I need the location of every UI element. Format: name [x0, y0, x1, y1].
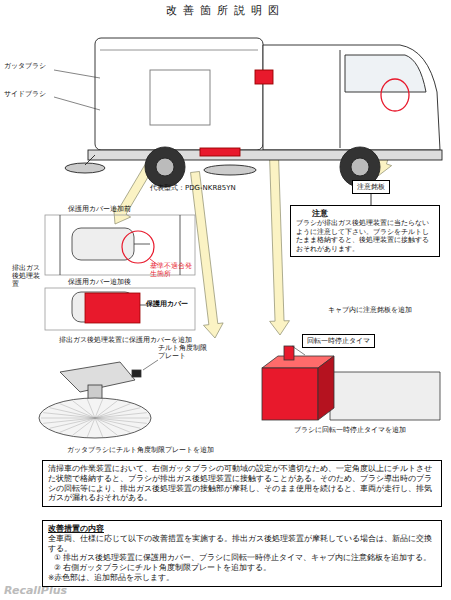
remedy-box: 改善措置の内容全車両、仕様に応じて以下の改善措置を実施する。排出ガス後処理装置が… — [42, 520, 442, 587]
box-text: 回転一時停止タイマ — [307, 336, 370, 346]
box-heading: 改善措置の内容 — [48, 524, 436, 534]
part-label: 排出ガス後処理装置 — [12, 265, 46, 288]
sweeper-truck — [54, 38, 442, 187]
part-label: 保護用カバー追加後 — [68, 279, 158, 287]
connector — [371, 194, 372, 205]
caption-note: 排出ガス後処理装置に保護用カバーを追加 — [40, 336, 210, 344]
caption-note: ブラシに回転一時停止タイマを追加 — [255, 426, 445, 434]
caution-plate: 注意ブラシが排出ガス後処理装置に当たらないように注意して下さい。ブラシをチルトし… — [290, 205, 440, 257]
label-box: 注意銘板 — [352, 180, 390, 194]
rotation-timer — [262, 346, 440, 420]
title: 改善箇所説明図 — [0, 4, 451, 17]
box-text: ※赤色部は、追加部品を示します。 — [48, 573, 436, 583]
part-label: 代表型式：PDG-NKR85YN — [150, 184, 280, 192]
part-label: 基準不適合発生箇所 — [150, 262, 196, 279]
label-box: 回転一時停止タイマ — [302, 334, 375, 348]
part-label: 保護用カバー — [146, 300, 196, 308]
pointer-arrow — [191, 171, 224, 338]
box-text: 注意銘板 — [357, 182, 385, 192]
part-label: 保護用カバー追加前 — [68, 206, 158, 214]
part-label: ガッタブラシ — [4, 62, 54, 70]
box-text: ブラシが排出ガス後処理装置に当たらないように注意して下さい。ブラシをチルトしたま… — [296, 219, 434, 253]
box-text: ① 排出ガス後処理装置に保護用カバー、ブラシに回転一時停止タイマ、キャブ内に注意… — [48, 553, 436, 563]
box-text: 清掃車の作業装置において、右側ガッタブラシの可動域の設定が不適切なため、一定角度… — [48, 464, 436, 503]
part-label: サイドブラシ — [4, 90, 54, 98]
exhaust-device-inset — [45, 215, 195, 330]
caption-note: キャブ内に注意銘板を追加 — [300, 306, 440, 314]
caption-note: ガッタブラシにチルト角度制限プレートを追加 — [40, 446, 240, 454]
box-text: ② 右側ガッタブラシにチルト角度制限プレートを追加する。 — [48, 563, 436, 573]
box-heading: 注意 — [296, 209, 434, 219]
part-label: チルト角度制限プレート — [158, 344, 210, 361]
defect-box: 清掃車の作業装置において、右側ガッタブラシの可動域の設定が不適切なため、一定角度… — [42, 460, 442, 507]
box-text: 全車両、仕様に応じて以下の改善措置を実施する。排出ガス後処理装置が摩耗している場… — [48, 534, 436, 554]
gutter-brush — [39, 360, 158, 438]
